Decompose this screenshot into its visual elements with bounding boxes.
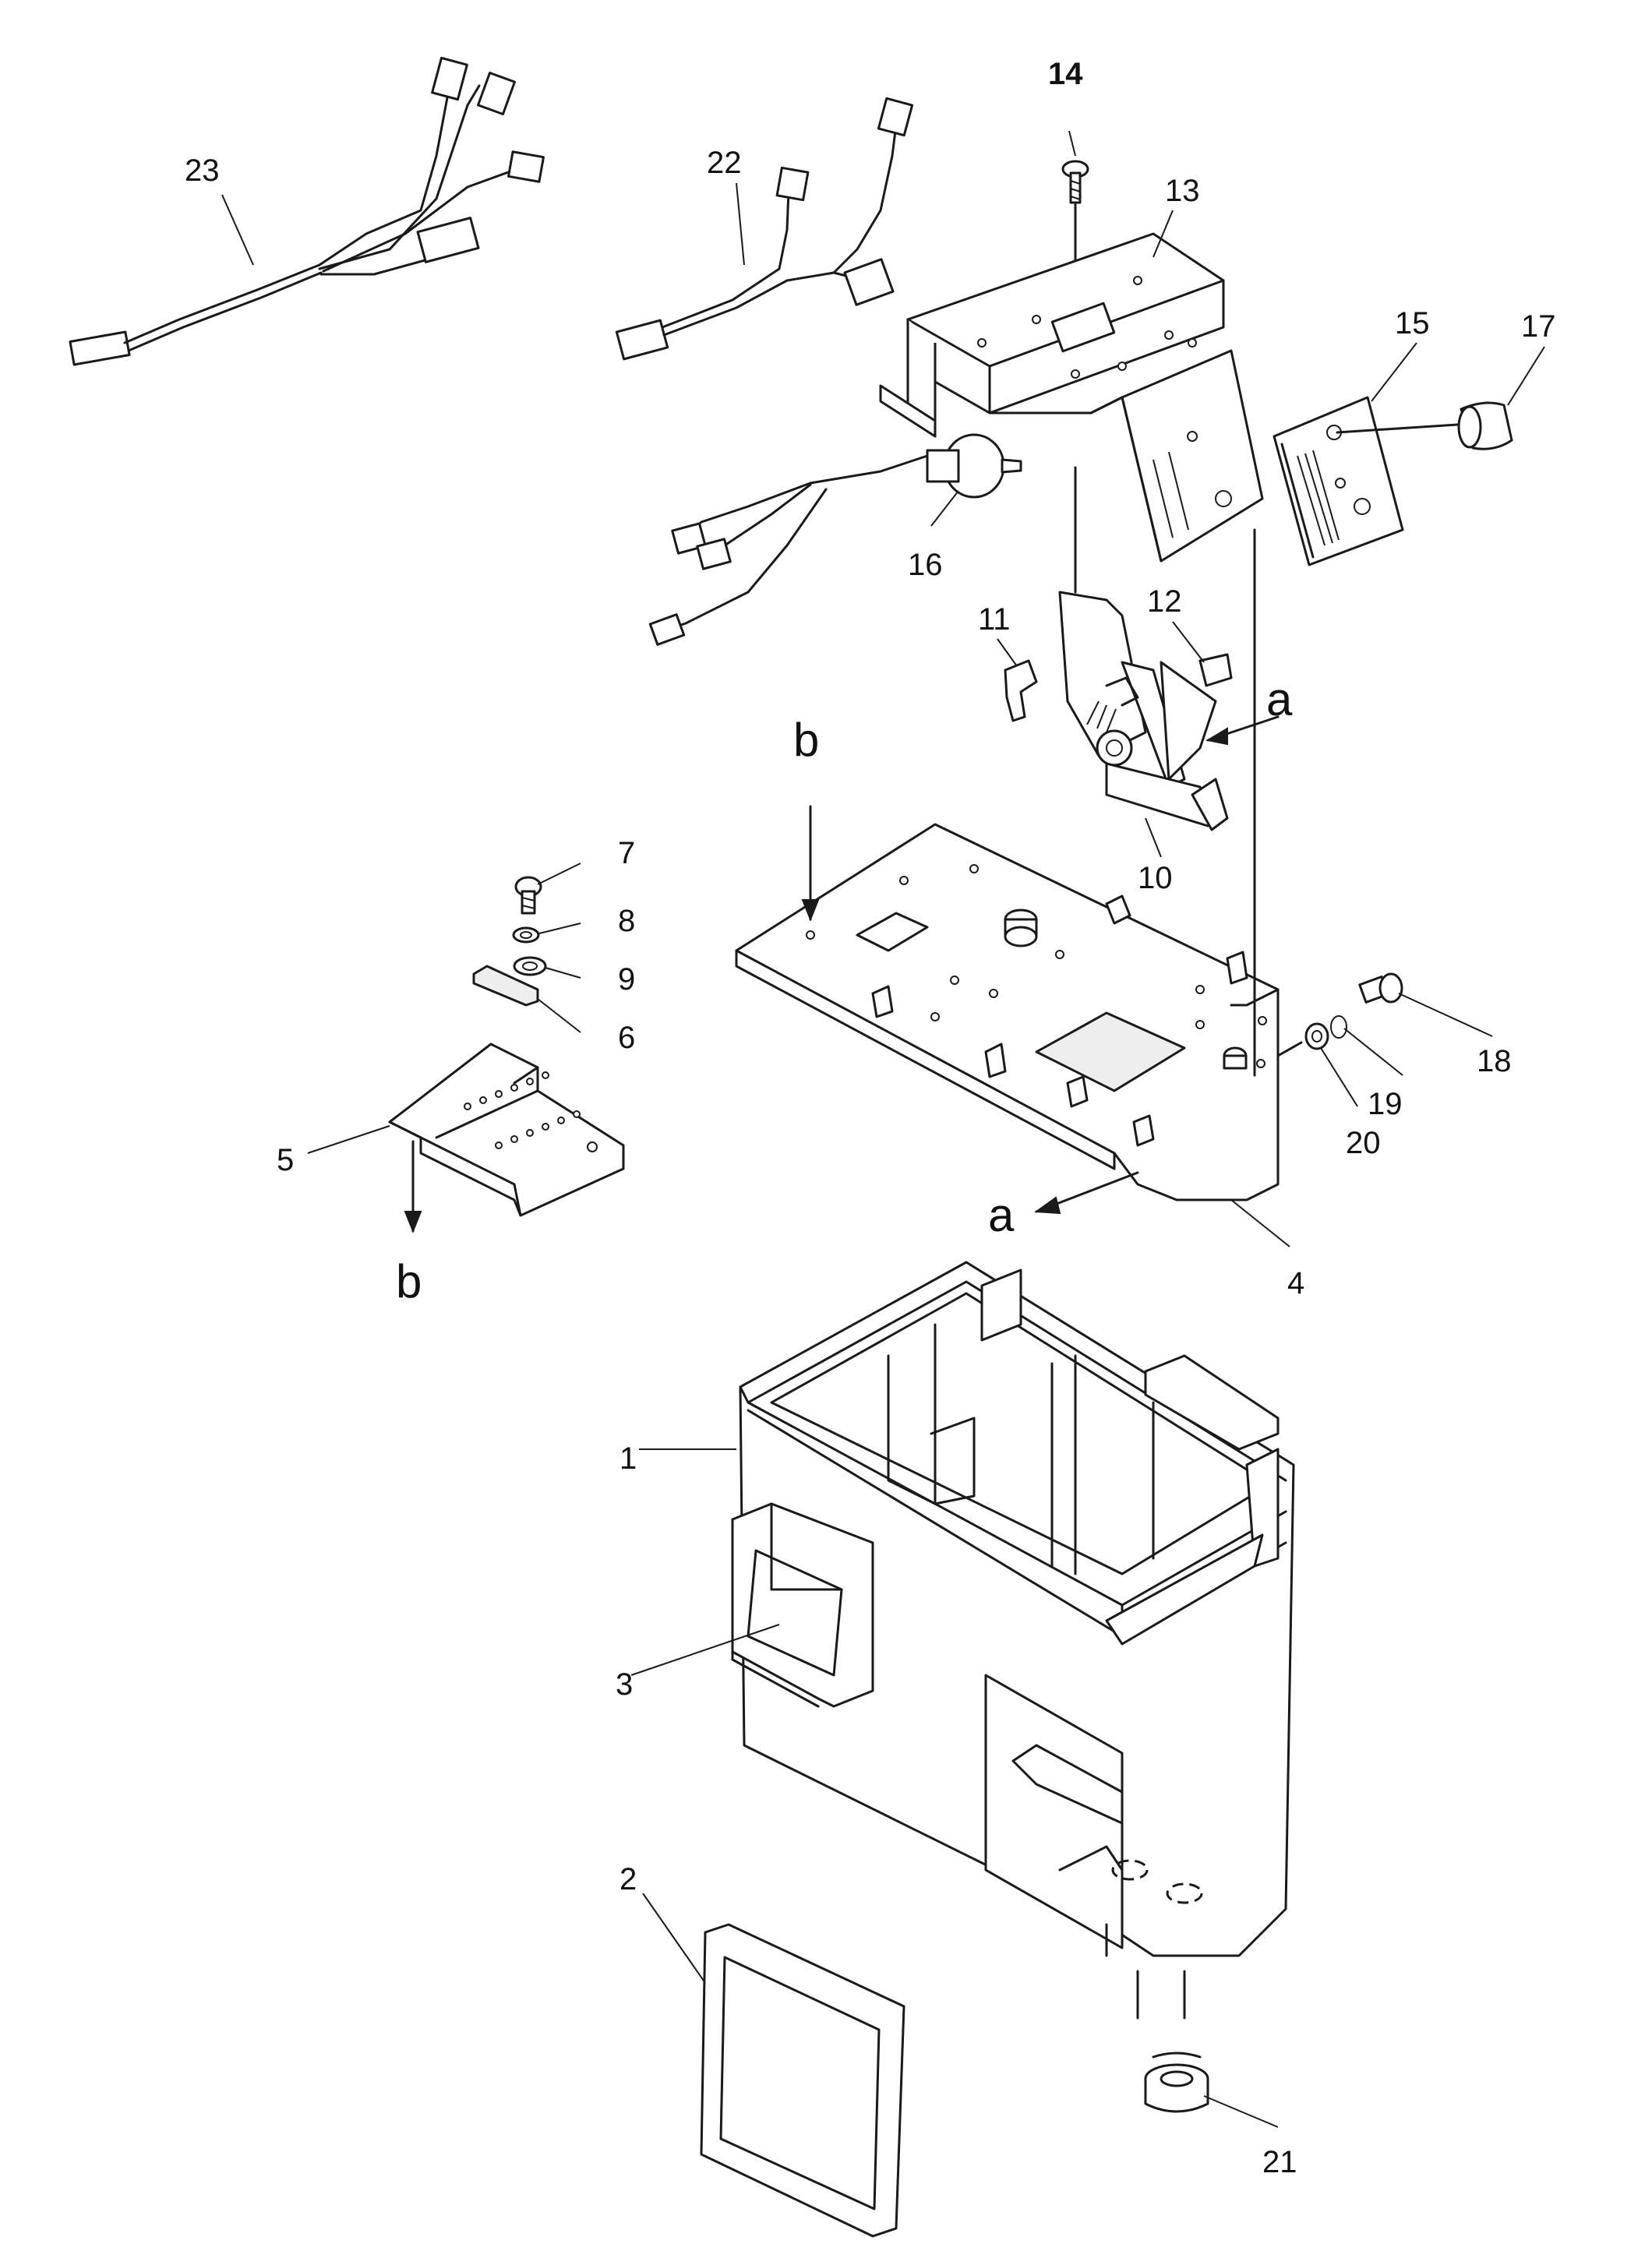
callout-18: 18 (1477, 1044, 1512, 1078)
screw-14 (1061, 160, 1089, 376)
callout-5: 5 (277, 1143, 294, 1177)
strap-6 (472, 965, 539, 1007)
sensor-assembly-16 (648, 433, 1022, 646)
knob-17 (1336, 401, 1513, 450)
callout-16: 16 (908, 548, 943, 582)
callout-6: 6 (618, 1021, 635, 1055)
bracket-13 (879, 232, 1264, 563)
mounting-bracket-5 (388, 1043, 625, 1217)
plate-15 (1273, 396, 1404, 566)
grommet-21 (1136, 1970, 1209, 2113)
callout-7: 7 (618, 836, 635, 870)
ref-a-upper: a (1266, 673, 1293, 725)
lever-mechanism-10 (1058, 466, 1229, 831)
frame-2 (700, 1923, 905, 2238)
callout-15: 15 (1395, 306, 1430, 340)
callout-20: 20 (1346, 1126, 1381, 1160)
callout-22: 22 (707, 146, 742, 180)
callout-3: 3 (616, 1667, 633, 1702)
washer-8 (512, 926, 540, 944)
ref-a-lower: a (988, 1189, 1015, 1241)
callout-17: 17 (1521, 309, 1556, 344)
callout-21: 21 (1262, 2145, 1297, 2179)
clip-11 (1004, 659, 1038, 722)
callout-14: 14 (1048, 57, 1083, 91)
callout-13: 13 (1165, 174, 1200, 208)
washer-9 (513, 956, 547, 976)
wire-harness-23 (69, 56, 545, 366)
base-plate-4 (735, 823, 1280, 1201)
callout-12: 12 (1147, 584, 1182, 619)
callout-4: 4 (1287, 1266, 1304, 1300)
callout-labels: 23 22 14 13 15 17 16 11 12 a 10 b 7 8 9 … (185, 57, 1556, 2179)
grille-3 (731, 1502, 874, 1708)
ref-b-lower: b (396, 1255, 422, 1307)
callout-1: 1 (620, 1441, 637, 1476)
callout-19: 19 (1368, 1087, 1403, 1121)
leader-lines (221, 130, 1545, 2128)
callout-2: 2 (620, 1862, 637, 1896)
callout-10: 10 (1138, 861, 1173, 895)
cap-12 (1198, 653, 1233, 687)
housing-1 (739, 1261, 1295, 1957)
callout-11: 11 (978, 602, 1011, 637)
wire-harness-22 (615, 97, 914, 361)
washer-19 (1330, 1015, 1347, 1039)
callout-9: 9 (618, 962, 635, 997)
callout-23: 23 (185, 153, 220, 188)
callout-8: 8 (618, 904, 635, 938)
ref-b-upper: b (793, 714, 819, 766)
bolt-7 (514, 876, 542, 915)
washer-20 (1304, 1022, 1329, 1050)
bolt-18 (1358, 972, 1403, 1004)
